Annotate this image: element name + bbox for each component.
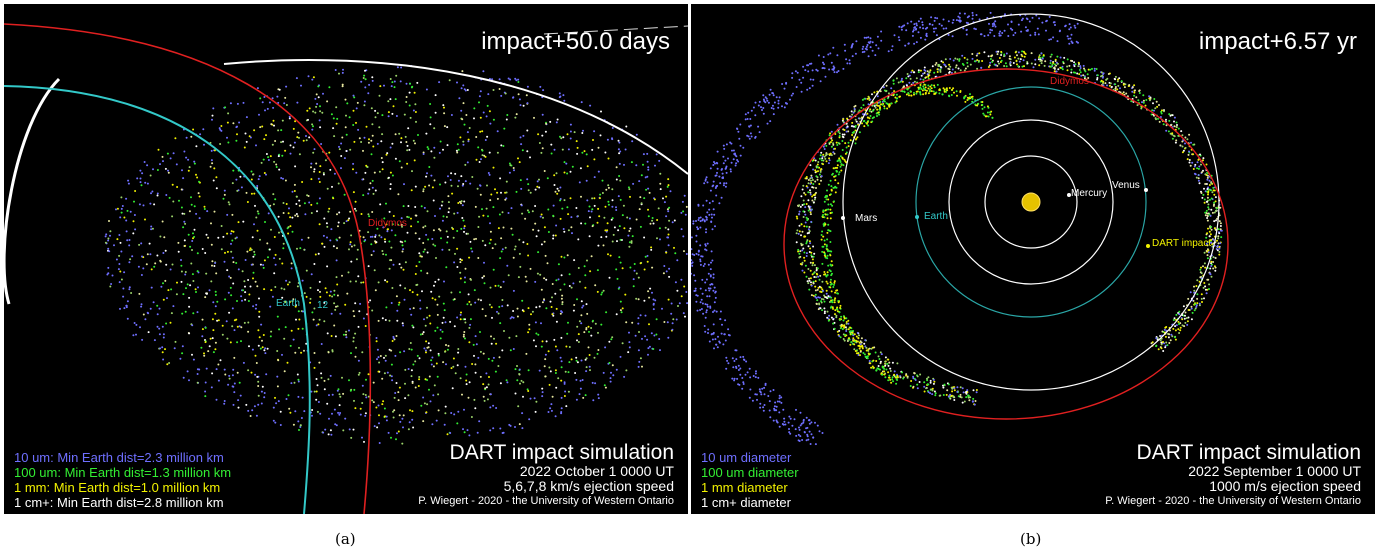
mars-orbit <box>842 13 1220 391</box>
legend-b-1mm: 1 mm diameter <box>701 480 788 495</box>
label-venus: Venus <box>1112 180 1140 191</box>
didymos-orbit <box>4 23 372 514</box>
mars-marker <box>841 216 845 220</box>
panel-b-credit: DART impact simulation 2022 September 1 … <box>1105 442 1361 508</box>
label-earth-a: Earth <box>276 298 300 309</box>
venus-orbit-arc <box>4 77 61 305</box>
outer-dashed-arc <box>543 25 688 35</box>
mercury-orbit <box>984 155 1078 249</box>
legend-a-10um: 10 um: Min Earth dist=2.3 million km <box>14 450 224 465</box>
caption-b: (b) <box>1020 530 1042 548</box>
earth-orbit <box>4 85 311 514</box>
label-mars: Mars <box>855 213 877 224</box>
panel-a-simulation: Earth 12 Didymos impact+50.0 days 10 um:… <box>4 4 688 514</box>
label-mercury: Mercury <box>1071 188 1107 199</box>
mars-orbit-arc <box>223 58 688 175</box>
credit-b-title: DART impact simulation <box>1136 441 1361 464</box>
label-didymos-a: Didymos <box>368 218 407 229</box>
legend-b-1cm: 1 cm+ diameter <box>701 495 791 510</box>
caption-a: (a) <box>335 530 356 548</box>
venus-marker <box>1144 188 1148 192</box>
label-dart-impact: DART impact <box>1152 238 1211 249</box>
credit-b-date: 2022 September 1 0000 UT <box>1188 463 1361 479</box>
panel-b-debris-stream <box>691 11 1223 446</box>
panel-b-legend: 10 um diameter 100 um diameter 1 mm diam… <box>701 450 799 510</box>
panel-a-credit: DART impact simulation 2022 October 1 00… <box>418 442 674 508</box>
legend-a-1mm: 1 mm: Min Earth dist=1.0 million km <box>14 480 221 495</box>
credit-b-speed: 1000 m/s ejection speed <box>1209 478 1361 494</box>
legend-a-100um: 100 um: Min Earth dist=1.3 million km <box>14 465 232 480</box>
panel-b-overlay-title: impact+6.57 yr <box>1198 28 1357 55</box>
venus-orbit <box>948 119 1114 285</box>
legend-b-100um: 100 um diameter <box>701 465 799 480</box>
legend-a-1cm: 1 cm+: Min Earth dist=2.8 million km <box>14 495 224 510</box>
mercury-marker <box>1067 193 1071 197</box>
credit-a-author: P. Wiegert - 2020 - the University of We… <box>418 495 674 507</box>
earth-orbit-b <box>915 86 1147 318</box>
didymos-orbit-b <box>783 68 1229 420</box>
sun-icon <box>1021 192 1041 212</box>
panel-a-debris-cloud <box>104 65 688 445</box>
panel-a-orbit-view: Earth 12 Didymos <box>4 23 688 514</box>
label-earth-num: 12 <box>317 300 329 311</box>
panel-a-overlay-title: impact+50.0 days <box>481 28 670 55</box>
credit-a-title: DART impact simulation <box>449 441 674 464</box>
earth-marker <box>915 215 919 219</box>
panel-b-simulation: Mars Earth Mercury Venus Didymos DART im… <box>691 4 1375 514</box>
panel-a-legend: 10 um: Min Earth dist=2.3 million km 100… <box>14 450 231 510</box>
panel-b-orbit-view: Mars Earth Mercury Venus Didymos DART im… <box>691 11 1229 446</box>
label-earth-b: Earth <box>924 211 948 222</box>
credit-b-author: P. Wiegert - 2020 - the University of We… <box>1105 495 1361 507</box>
credit-a-speed: 5,6,7,8 km/s ejection speed <box>503 478 674 494</box>
dart-marker <box>1146 244 1150 248</box>
legend-b-10um: 10 um diameter <box>701 450 792 465</box>
credit-a-date: 2022 October 1 0000 UT <box>519 463 674 479</box>
label-didymos-b: Didymos <box>1050 76 1089 87</box>
